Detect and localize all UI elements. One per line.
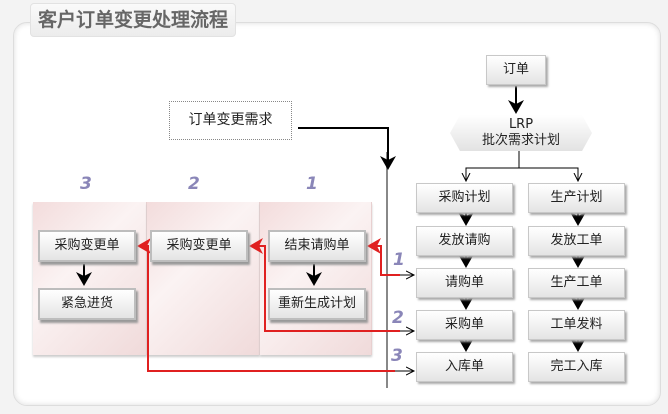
case-2-panel xyxy=(147,202,260,355)
case-2-step: 采购变更单 xyxy=(150,230,248,262)
case-3-number: 3 xyxy=(80,174,92,194)
production-step: 生产工单 xyxy=(528,268,625,298)
page-title: 客户订单变更处理流程 xyxy=(30,3,236,37)
case-3-step: 采购变更单 xyxy=(38,230,136,262)
production-step: 完工入库 xyxy=(528,352,625,382)
case-1-step: 结束请购单 xyxy=(268,230,366,262)
purchase-step: 采购计划 xyxy=(416,183,513,213)
case-3-step: 紧急进货 xyxy=(38,288,136,320)
purchase-step: 采购单 xyxy=(416,310,513,340)
production-step: 发放工单 xyxy=(528,226,625,256)
lrp-subtitle: 批次需求计划 xyxy=(481,133,560,148)
case-3-marker: 3 xyxy=(391,346,403,366)
case-2-marker: 2 xyxy=(392,308,404,328)
case-1-step: 重新生成计划 xyxy=(268,288,366,320)
production-step: 生产计划 xyxy=(528,183,625,213)
order-box: 订单 xyxy=(486,55,546,85)
case-1-marker: 1 xyxy=(393,250,405,270)
purchase-step: 请购单 xyxy=(416,268,513,298)
purchase-step: 入库单 xyxy=(416,352,513,382)
purchase-step: 发放请购 xyxy=(416,226,513,256)
case-2-number: 2 xyxy=(188,174,200,194)
change-request-box: 订单变更需求 xyxy=(169,101,292,140)
case-1-number: 1 xyxy=(306,174,318,194)
production-step: 工单发料 xyxy=(528,310,625,340)
lrp-title: LRP xyxy=(508,117,534,132)
